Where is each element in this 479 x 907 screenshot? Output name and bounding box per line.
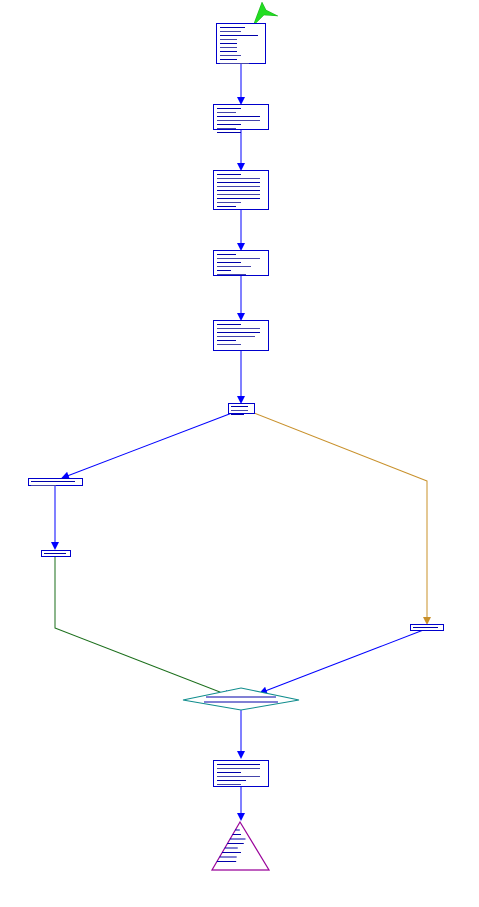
text-row <box>217 324 241 325</box>
text-row <box>217 340 237 341</box>
text-row <box>231 410 248 411</box>
block-node-n2[interactable] <box>213 104 269 133</box>
text-row <box>217 780 246 781</box>
block-node-n3[interactable] <box>213 170 269 210</box>
exit-node-n12[interactable] <box>210 820 271 871</box>
block-node-n9[interactable] <box>410 624 444 631</box>
edge-n6-n9 <box>253 412 431 625</box>
text-row <box>217 776 261 777</box>
text-row <box>217 174 241 175</box>
text-row <box>217 194 261 195</box>
text-row <box>220 47 237 48</box>
block-node-n11-text <box>217 764 265 788</box>
text-row <box>217 768 261 769</box>
edge-n9-n10 <box>259 628 427 695</box>
text-row <box>31 485 56 486</box>
text-row <box>217 764 261 765</box>
text-row <box>217 178 261 179</box>
entry-arrow-icon <box>252 1 279 27</box>
block-node-n3-text <box>217 174 265 210</box>
text-row <box>220 51 237 52</box>
text-row <box>217 262 241 263</box>
text-row <box>217 198 261 199</box>
block-node-n8[interactable] <box>41 550 71 557</box>
text-row <box>31 481 76 482</box>
block-node-n7-text <box>31 481 80 489</box>
block-node-n1[interactable] <box>216 23 266 64</box>
text-row <box>217 344 241 345</box>
block-node-n4-text <box>217 254 265 278</box>
decision-node-n10[interactable] <box>182 687 300 711</box>
block-node-n4[interactable] <box>213 250 269 276</box>
text-row <box>217 112 237 113</box>
text-row <box>217 328 261 329</box>
text-row <box>217 116 261 117</box>
text-row <box>44 553 66 554</box>
text-row <box>217 202 241 203</box>
edge-n6-n7 <box>61 412 233 480</box>
block-node-n11[interactable] <box>213 760 269 787</box>
text-row <box>220 55 241 56</box>
text-row <box>231 406 248 407</box>
text-row <box>217 784 241 785</box>
text-row <box>217 258 261 259</box>
block-node-n8-text <box>44 553 68 557</box>
text-row <box>217 124 241 125</box>
text-row <box>217 120 261 121</box>
text-row <box>217 270 232 271</box>
text-row <box>217 132 241 133</box>
branch-node-n6-text <box>231 406 252 418</box>
text-row <box>217 332 261 333</box>
text-row <box>231 414 244 415</box>
branch-node-n6[interactable] <box>228 403 255 415</box>
text-row <box>217 182 261 183</box>
exit-node-n12-text <box>216 829 246 862</box>
text-row <box>217 190 261 191</box>
block-node-n9-text <box>413 627 441 631</box>
text-row <box>220 59 237 60</box>
text-row <box>217 772 241 773</box>
decision-node-n10-text <box>204 696 278 703</box>
block-node-n5-text <box>217 324 265 348</box>
text-row <box>217 108 241 109</box>
text-row <box>217 336 256 337</box>
text-row <box>220 63 250 64</box>
text-row <box>217 206 237 207</box>
block-node-n2-text <box>217 108 265 136</box>
text-row <box>217 186 261 187</box>
text-row <box>217 266 251 267</box>
text-row <box>220 27 246 28</box>
text-row <box>220 39 237 40</box>
text-row <box>220 43 237 44</box>
text-row <box>217 254 237 255</box>
block-node-n5[interactable] <box>213 320 269 351</box>
edge-n8-n10 <box>54 557 234 698</box>
text-row <box>220 35 258 36</box>
block-node-n1-text <box>220 27 262 67</box>
text-row <box>413 627 439 628</box>
block-node-n7[interactable] <box>28 478 83 486</box>
text-row <box>220 31 241 32</box>
text-row <box>217 274 246 275</box>
text-row <box>217 128 237 129</box>
